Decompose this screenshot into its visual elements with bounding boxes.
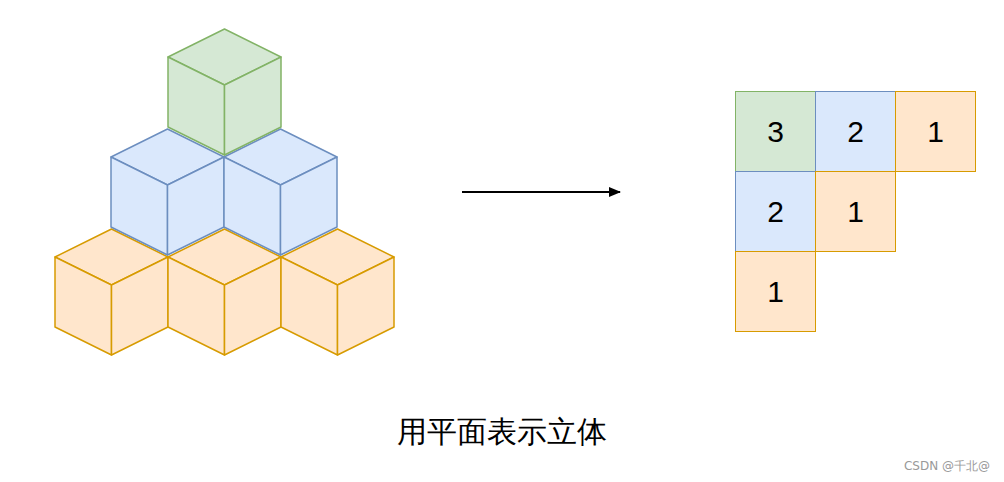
caption: 用平面表示立体 bbox=[0, 412, 1004, 453]
cube-face bbox=[112, 257, 169, 355]
cube-face bbox=[111, 157, 168, 255]
height-cell: 2 bbox=[735, 171, 816, 252]
height-number: 1 bbox=[847, 195, 864, 229]
cube-face bbox=[55, 257, 112, 355]
cube-face bbox=[225, 257, 282, 355]
height-cell: 1 bbox=[735, 251, 816, 332]
height-number: 2 bbox=[847, 115, 864, 149]
height-cell: 2 bbox=[815, 91, 896, 172]
height-number: 3 bbox=[767, 115, 784, 149]
height-cell: 1 bbox=[815, 171, 896, 252]
height-cell: 3 bbox=[735, 91, 816, 172]
cube-face bbox=[168, 257, 225, 355]
cube-face bbox=[168, 57, 225, 155]
cube-face bbox=[281, 257, 338, 355]
height-number: 2 bbox=[767, 195, 784, 229]
cube-face bbox=[168, 157, 225, 255]
cube-face bbox=[225, 57, 282, 155]
cube-face bbox=[281, 157, 338, 255]
cube-face bbox=[224, 157, 281, 255]
cube-face bbox=[338, 257, 395, 355]
transform-arrow bbox=[462, 191, 620, 193]
cube-stack bbox=[55, 29, 394, 355]
height-number: 1 bbox=[927, 115, 944, 149]
height-number: 1 bbox=[767, 275, 784, 309]
watermark: CSDN @千北@ bbox=[904, 458, 990, 475]
height-cell: 1 bbox=[895, 91, 976, 172]
